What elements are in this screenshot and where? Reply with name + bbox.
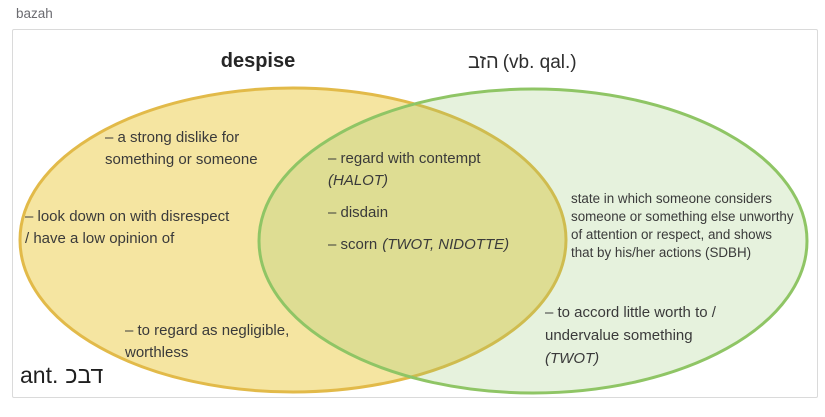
right-definition-sdbh: state in which someone considers someone…: [571, 191, 794, 260]
page-title: bazah: [16, 6, 53, 21]
shared-definition-2: – disdain: [328, 202, 509, 224]
right-ellipse-bazah: [257, 87, 809, 395]
antonym-note: ant. כבד: [20, 362, 103, 389]
lemma-qualifier: (vb. qal.): [502, 52, 577, 73]
left-circle-title: despise: [220, 50, 296, 72]
left-ellipse-despise: [18, 86, 568, 394]
left-definition-3: – to regard as negligible, worthless: [125, 322, 290, 361]
right-definition-2-text: – to accord little worth to / undervalue…: [545, 304, 716, 344]
shared-definition-2-text: – disdain: [328, 204, 389, 221]
left-definition-2: – look down on with disrespect / have a …: [25, 208, 230, 247]
shared-definition-3-source: (TWOT, NIDOTTE): [382, 236, 510, 253]
hebrew-lemma: בזה: [468, 51, 499, 73]
shared-definition-3: – scorn(TWOT, NIDOTTE): [328, 234, 509, 256]
venn-diagram: [18, 86, 809, 395]
shared-definition-1-source: (HALOT): [328, 172, 388, 189]
right-definition-2: – to accord little worth to / undervalue…: [545, 301, 716, 370]
shared-definition-3-text: – scorn: [328, 236, 378, 253]
right-circle-title: בזה (vb. qal.): [468, 51, 577, 74]
shared-definition-1: – regard with contempt (HALOT): [328, 148, 509, 192]
right-definition-2-source: (TWOT): [545, 350, 600, 367]
shared-definition-1-text: – regard with contempt: [328, 150, 481, 167]
shared-definitions: – regard with contempt (HALOT) – disdain…: [328, 148, 509, 256]
antonym-hebrew: כבד: [65, 362, 104, 388]
antonym-label: ant.: [20, 362, 59, 388]
left-definition-1: – a strong dislike for something or some…: [105, 129, 258, 168]
venn-diagram-panel: despise בזה (vb. qal.) – a strong dislik…: [12, 29, 818, 398]
